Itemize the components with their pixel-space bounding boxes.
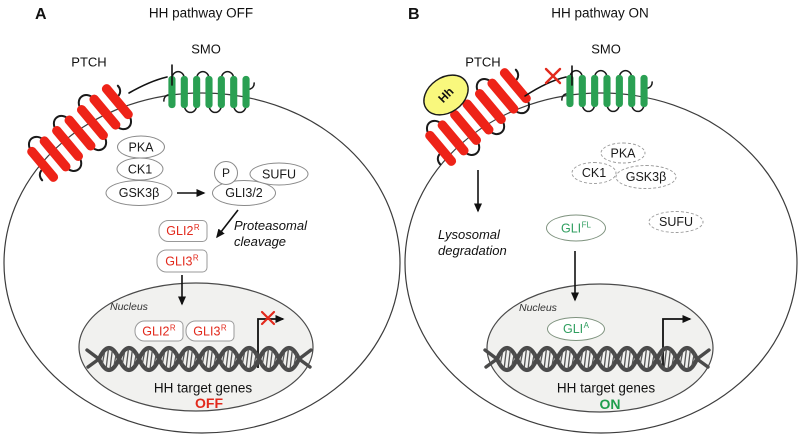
hh-ligand: Hh — [423, 74, 469, 116]
nucleus-a-label: Nucleus — [110, 301, 148, 313]
kinase-ck1-b: CK1 — [571, 162, 617, 184]
red-x-transcription-icon — [260, 310, 276, 326]
nucleus-b — [486, 283, 714, 413]
ck1-b-label: CK1 — [581, 166, 607, 180]
sufu-a: SUFU — [249, 162, 309, 186]
inhibition-tbar-a-icon — [128, 64, 173, 94]
sufu-b: SUFU — [648, 211, 704, 233]
degradation-line2: degradation — [438, 243, 507, 258]
proteasomal-cleavage-note: Proteasomal cleavage — [234, 218, 307, 250]
panel-a-label: A — [35, 6, 47, 23]
gli2r-text: GLI2 — [166, 224, 194, 238]
kinase-ck1-a: CK1 — [116, 157, 164, 181]
kinase-pka-b: PKA — [600, 142, 646, 164]
pka-b-label: PKA — [610, 146, 636, 160]
proteasomal-cleavage-arrow — [216, 209, 239, 239]
nucleus-a — [78, 282, 314, 412]
gli32-label: GLI3/2 — [225, 186, 263, 200]
target-genes-b-label: HH target genes — [556, 380, 656, 396]
panel-a-title: HH pathway OFF — [148, 5, 254, 21]
red-x-membrane-icon — [544, 67, 562, 85]
panel-b-label: B — [408, 6, 420, 23]
pka-a-label: PKA — [128, 140, 154, 154]
smo-b-label: SMO — [591, 41, 621, 57]
phospho-p-label: P — [221, 166, 230, 180]
kinase-gsk3b-b: GSK3β — [615, 165, 677, 189]
phospho-p: P — [214, 161, 238, 185]
ptch-a-label: PTCH — [71, 54, 107, 70]
transcription-arrow-a — [257, 315, 285, 368]
glifl-text: GLI — [561, 221, 582, 235]
sufu-a-label: SUFU — [261, 167, 297, 181]
gli32-complex: GLI3/2 — [212, 180, 276, 206]
degradation-line1: Lysosomal — [438, 227, 500, 242]
ptch-b-label: PTCH — [465, 54, 501, 70]
target-genes-a-label: HH target genes — [153, 380, 253, 396]
smo-a-label: SMO — [191, 41, 221, 57]
lysosomal-degradation-note: Lysosomal degradation — [438, 227, 507, 259]
kinase-pka-a: PKA — [117, 135, 165, 159]
ck1-a-label: CK1 — [127, 162, 153, 176]
cleavage-line2: cleavage — [234, 234, 287, 249]
panel-b-title: HH pathway ON — [551, 5, 649, 21]
nuc-gli2r-text: GLI2 — [142, 324, 170, 338]
nucleus-b-label: Nucleus — [519, 302, 557, 314]
kinase-gsk3b-a: GSK3β — [105, 180, 173, 206]
pathway-state-a: OFF — [195, 395, 223, 411]
sufu-b-label: SUFU — [658, 215, 694, 229]
nuc-gli3r-text: GLI3 — [193, 324, 221, 338]
cleavage-line1: Proteasomal — [234, 218, 307, 233]
gsk3b-a-label: GSK3β — [118, 186, 160, 200]
gli3r-text: GLI3 — [165, 254, 193, 268]
glia-text: GLI — [563, 322, 584, 336]
gsk3b-b-label: GSK3β — [625, 170, 667, 184]
pathway-state-b: ON — [599, 396, 621, 412]
